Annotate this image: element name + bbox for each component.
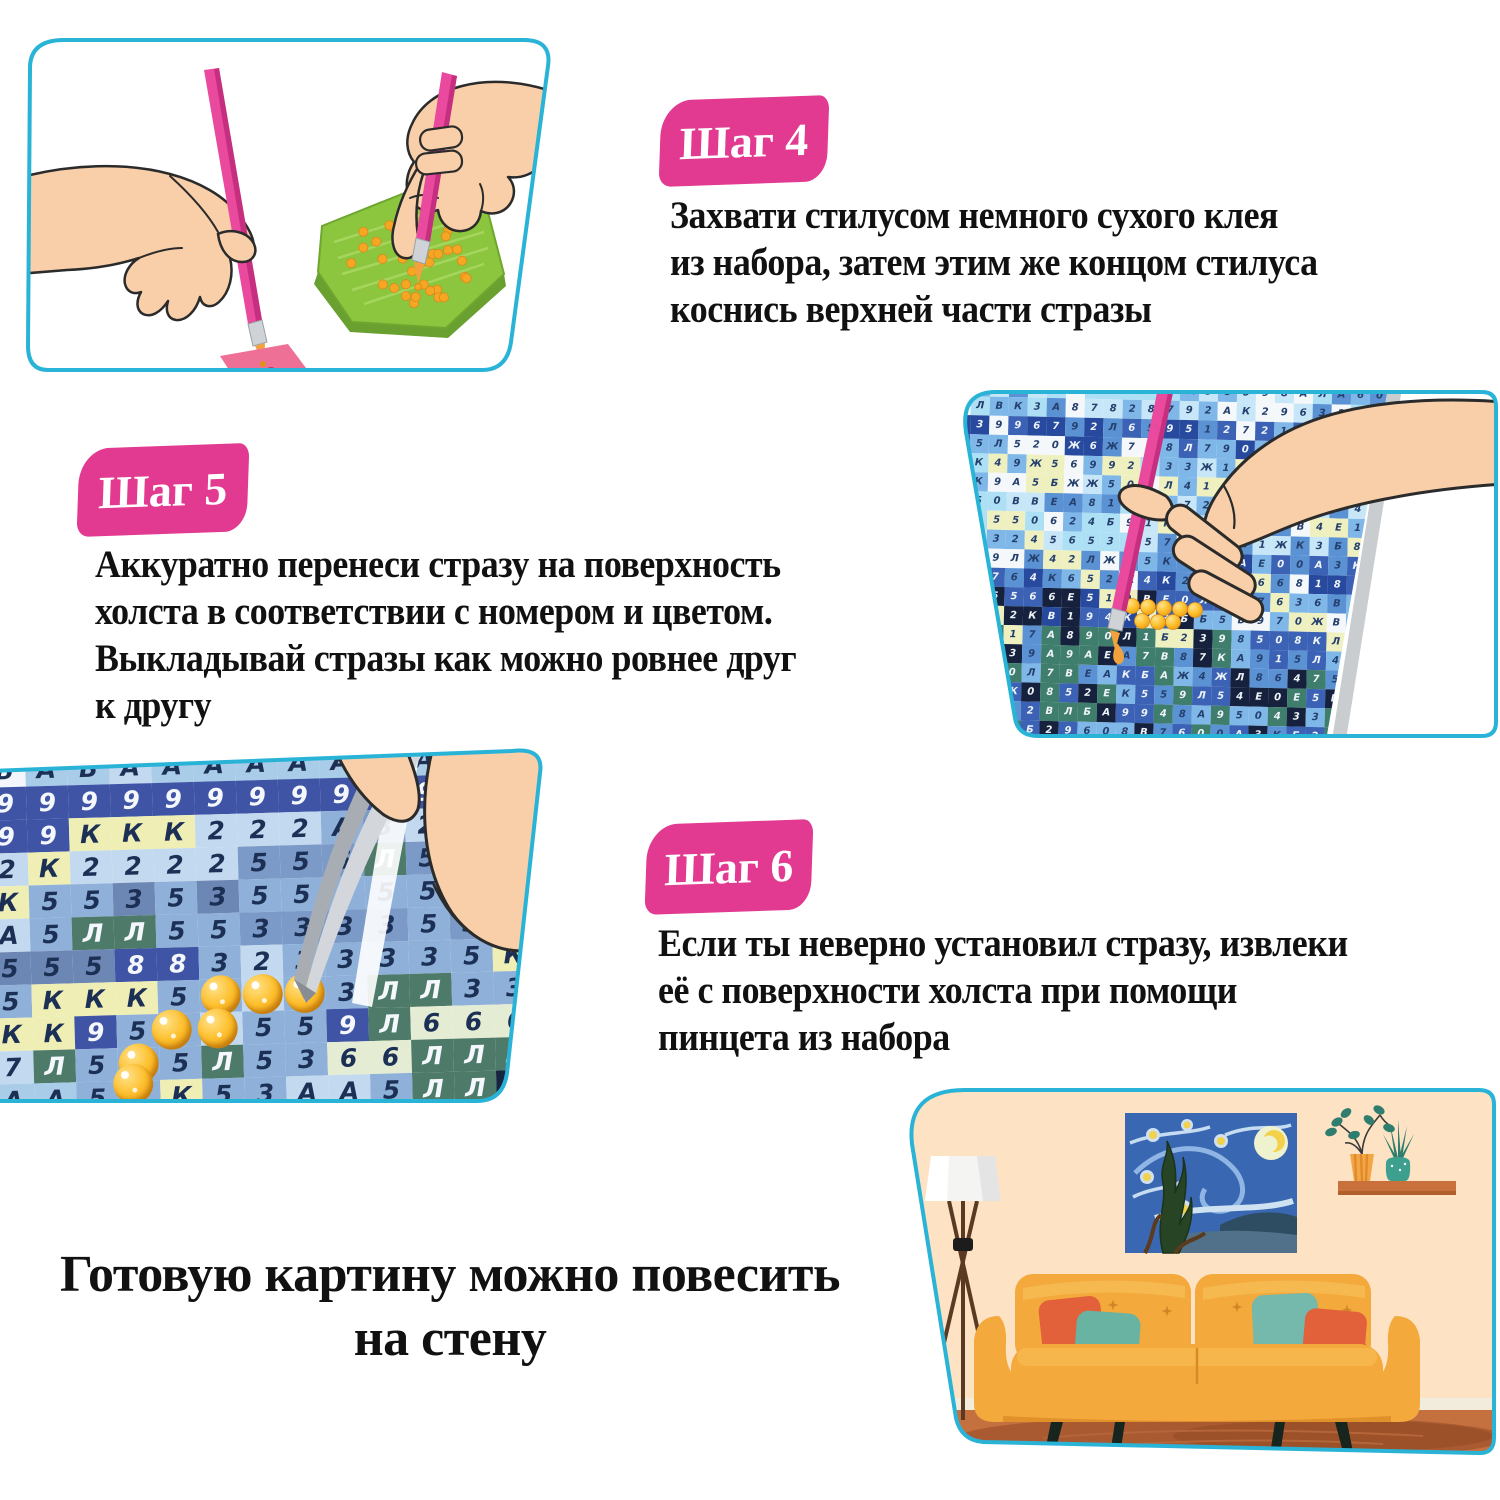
panel-border: [0, 748, 543, 1103]
tray-bead: [400, 290, 411, 301]
floor-lamp-icon: [925, 1156, 1001, 1420]
badge-step-5-label: Шаг 5: [97, 462, 229, 518]
tray-bead: [389, 282, 400, 293]
step-6-text: Если ты неверно установил стразу, извлек…: [658, 922, 1348, 1059]
tray-bead: [358, 242, 369, 253]
sofa: [974, 1274, 1420, 1452]
step5-illustration-panel: Б4ЛЖ5В1Л297ВЖ58398АЛА6094ЛВК3А87828792АК…: [952, 388, 1500, 740]
step6-illustration: [0, 748, 543, 1103]
step-5-text: Аккуратно перенеси стразу на поверхность…: [95, 543, 797, 727]
plant-icon: [1324, 1104, 1396, 1181]
left-hand: [28, 164, 255, 322]
step4-illustration-panel: [22, 36, 556, 374]
room-panel-border: [909, 1088, 1496, 1456]
tray-bead: [438, 292, 449, 303]
tray-bead: [433, 248, 444, 259]
tray-bead: [440, 231, 451, 242]
tweezers-icon: [294, 750, 434, 1003]
plant-icon: [1383, 1119, 1414, 1181]
shelf: [1338, 1181, 1456, 1195]
badge-step-4-label: Шаг 4: [678, 113, 810, 169]
glue-drop-icon: [1113, 644, 1124, 665]
tray-bead: [377, 253, 388, 264]
tray-bead: [377, 279, 388, 290]
badge-step-6-label: Шаг 6: [663, 839, 795, 895]
tray-bead: [410, 291, 421, 302]
panel-border: [25, 38, 551, 372]
panel-border: [963, 390, 1498, 738]
badge-step-5: Шаг 5: [76, 442, 250, 538]
tray-bead: [456, 255, 467, 266]
tray-bead: [425, 285, 436, 296]
tray-bead: [346, 258, 357, 269]
badge-step-4: Шаг 4: [658, 94, 830, 188]
step6-illustration-panel: БАВААААААААА9999999999999А9899ККК222А322…: [0, 745, 560, 1107]
living-room-panel: [903, 1086, 1500, 1464]
tray-bead: [371, 236, 382, 247]
placing-hand: [1117, 398, 1496, 624]
tray-bead: [400, 279, 411, 290]
tray-bead: [452, 244, 463, 255]
cypress: [1160, 1141, 1192, 1253]
tray-bead: [442, 245, 453, 256]
tray-bead: [461, 273, 472, 284]
step-4-text: Захвати стилусом немного сухого клея из …: [670, 194, 1318, 331]
starry-night-painting: [1125, 1113, 1297, 1253]
badge-step-6: Шаг 6: [644, 819, 814, 915]
tray-bead: [358, 226, 369, 237]
step5-illustration: [963, 390, 1498, 738]
sofa-legs: [1045, 1422, 1353, 1452]
placed-beads: [1124, 598, 1203, 630]
step4-illustration: [25, 38, 551, 372]
stylus-icon: [411, 72, 464, 291]
footer-note: Готовую картину можно повесить на стену: [60, 1246, 840, 1367]
